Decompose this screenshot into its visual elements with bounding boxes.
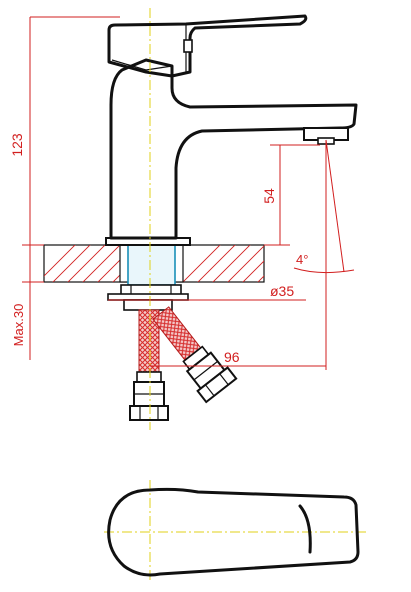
mounting-hardware (107, 284, 189, 311)
countertop-hatch-right (183, 245, 264, 282)
lever-handle (107, 14, 308, 78)
countertop-hatch-left (44, 245, 120, 282)
washer (123, 299, 173, 311)
dimension-label-spout-reach: 96 (224, 349, 240, 365)
dimension-lines (22, 16, 355, 370)
faucet-side-view (105, 14, 358, 246)
mounting-shank (127, 244, 176, 286)
top-view-lever-outline (107, 487, 360, 577)
dimension-label-total-height: 123 (9, 133, 25, 157)
body-and-spout (109, 58, 358, 240)
flexible-hose-angled (152, 306, 238, 404)
dimension-label-outlet-angle: 4° (296, 252, 308, 267)
dimension-label-max-thickness: Max.30 (11, 304, 26, 347)
dimension-label-spout-height: 54 (261, 188, 277, 204)
flexible-hose-straight (129, 309, 169, 421)
dimension-label-body-diameter: ø35 (270, 283, 294, 299)
faucet-top-view (107, 487, 360, 577)
